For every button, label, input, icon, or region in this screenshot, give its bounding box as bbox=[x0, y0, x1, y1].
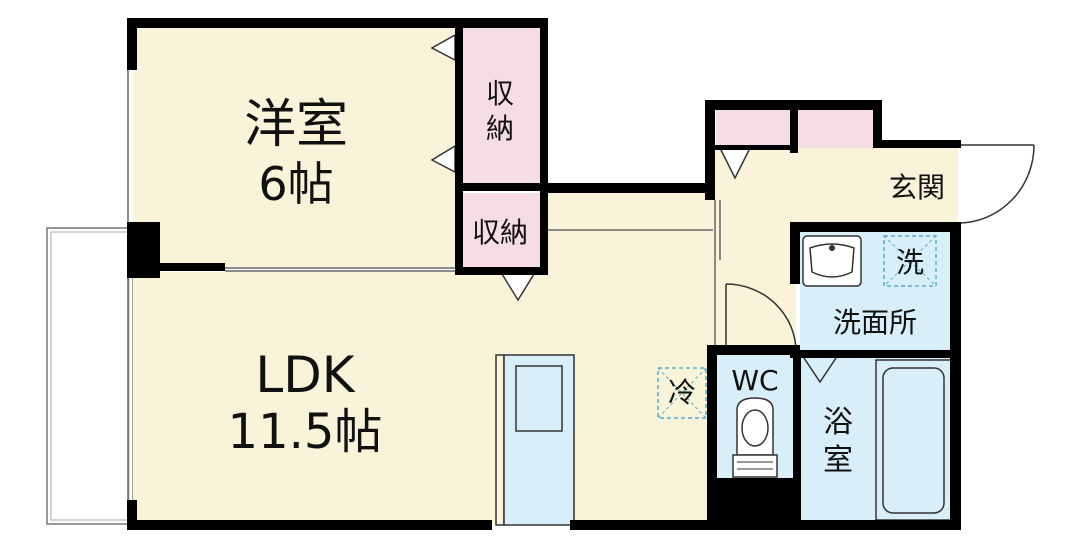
balcony bbox=[46, 227, 134, 525]
washer-space bbox=[883, 235, 937, 287]
ldk-size: 11.5帖 bbox=[228, 404, 383, 460]
storage-mid-label: 収納 bbox=[472, 216, 528, 249]
western-room-name: 洋室 bbox=[244, 95, 348, 155]
storage-top-label-2: 納 bbox=[486, 112, 514, 145]
kitchen-counter-icon bbox=[495, 354, 575, 526]
thin-lines bbox=[127, 70, 721, 500]
washer-space-label: 洗 bbox=[896, 246, 924, 279]
washroom-label: 洗面所 bbox=[833, 306, 917, 339]
entrance-label: 玄関 bbox=[889, 171, 945, 204]
hall-floor-2 bbox=[713, 225, 796, 350]
door-swing-icon bbox=[725, 144, 1035, 384]
fridge-space bbox=[657, 367, 707, 419]
bathroom-label-1: 浴 bbox=[823, 405, 853, 440]
western-room-floor bbox=[133, 25, 458, 267]
storage-top-label-1: 収 bbox=[486, 77, 514, 110]
storage-top-floor bbox=[460, 25, 540, 185]
hall-storage-1-floor bbox=[716, 108, 793, 148]
bathroom-label-2: 室 bbox=[823, 443, 853, 478]
hall-floor bbox=[713, 145, 958, 230]
western-room-size: 6帖 bbox=[258, 157, 333, 211]
toilet-label: WC bbox=[731, 364, 778, 397]
hall-storage-2-floor bbox=[797, 108, 876, 148]
fridge-space-label: 冷 bbox=[668, 376, 696, 409]
ldk-floor bbox=[133, 272, 718, 525]
toilet-icon bbox=[732, 397, 778, 478]
walls bbox=[127, 18, 961, 530]
bathtub-icon bbox=[875, 359, 952, 521]
ldk-upper-floor bbox=[540, 190, 718, 275]
storage-mid-floor bbox=[460, 193, 540, 268]
sink-icon bbox=[802, 235, 862, 287]
ldk-name: LDK bbox=[255, 346, 355, 404]
